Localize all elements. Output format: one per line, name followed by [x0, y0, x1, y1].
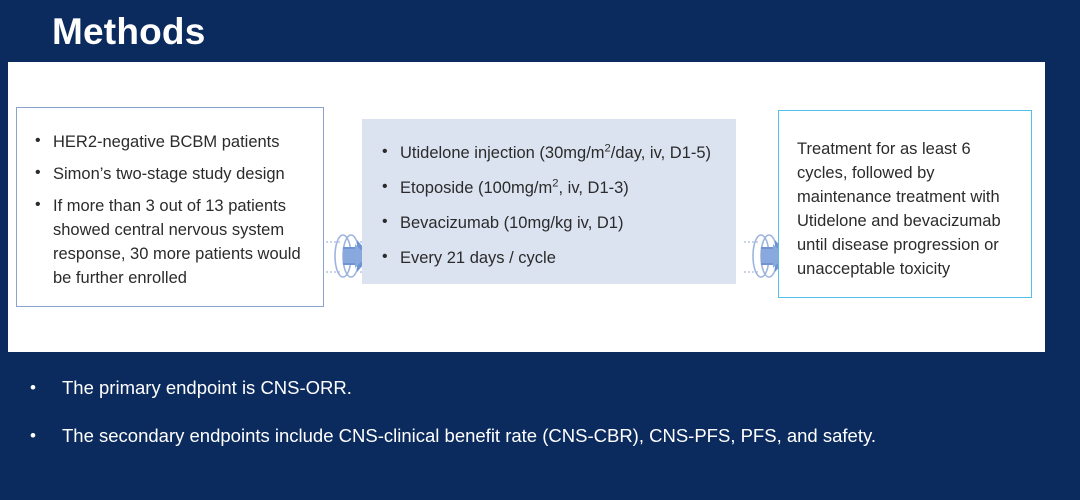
eligibility-bullet-list: HER2-negative BCBM patients Simon’s two-…	[31, 129, 309, 290]
flow-diagram: HER2-negative BCBM patients Simon’s two-…	[8, 62, 1045, 352]
flow-box-regimen-content: Utidelone injection (30mg/m2/day, iv, D1…	[362, 119, 736, 270]
page-title: Methods	[52, 11, 206, 52]
list-item: Etoposide (100mg/m2, iv, D1-3)	[376, 175, 726, 200]
bullet-glyph: •	[30, 426, 36, 445]
endpoints-list: • The primary endpoint is CNS-ORR. • The…	[0, 375, 1080, 471]
regimen-bullet-list: Utidelone injection (30mg/m2/day, iv, D1…	[376, 140, 726, 270]
list-item: Bevacizumab (10mg/kg iv, D1)	[376, 210, 726, 235]
endpoint-primary-text: The primary endpoint is CNS-ORR.	[62, 377, 352, 398]
list-item: HER2-negative BCBM patients	[31, 129, 309, 154]
list-item: • The primary endpoint is CNS-ORR.	[0, 375, 1080, 401]
endpoint-secondary-text: The secondary endpoints include CNS-clin…	[62, 425, 876, 446]
list-item: If more than 3 out of 13 patients showed…	[31, 193, 309, 290]
list-item: Simon’s two-stage study design	[31, 161, 309, 186]
flow-box-maintenance: Treatment for as least 6 cycles, followe…	[778, 110, 1032, 298]
maintenance-text: Treatment for as least 6 cycles, followe…	[797, 140, 1001, 278]
flow-box-maintenance-content: Treatment for as least 6 cycles, followe…	[779, 111, 1031, 281]
bullet-glyph: •	[30, 378, 36, 397]
list-item: Utidelone injection (30mg/m2/day, iv, D1…	[376, 140, 726, 165]
content-panel: HER2-negative BCBM patients Simon’s two-…	[8, 62, 1045, 352]
flow-box-eligibility: HER2-negative BCBM patients Simon’s two-…	[16, 107, 324, 307]
flow-box-regimen: Utidelone injection (30mg/m2/day, iv, D1…	[362, 119, 736, 284]
list-item: Every 21 days / cycle	[376, 245, 726, 270]
flow-box-eligibility-content: HER2-negative BCBM patients Simon’s two-…	[17, 108, 323, 290]
list-item: • The secondary endpoints include CNS-cl…	[0, 423, 1080, 449]
